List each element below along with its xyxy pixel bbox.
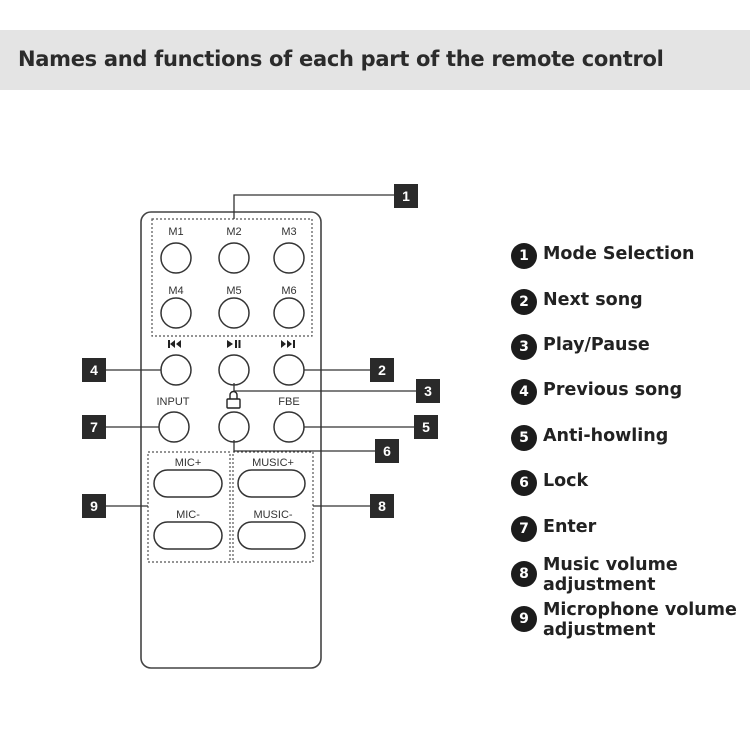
leader-line-1 (233, 194, 394, 219)
mode-label-m4: M4 (168, 285, 183, 297)
legend-label: Mode Selection (543, 244, 695, 264)
leader-line-6 (233, 440, 375, 452)
callout-number-4: 4 (90, 362, 98, 378)
legend-label: Music volume adjustment (543, 555, 678, 595)
callout-box-4 (82, 358, 106, 382)
mode-button-m4[interactable] (160, 297, 192, 329)
callout-box-2 (370, 358, 394, 382)
mic-plus-button[interactable] (153, 469, 223, 498)
legend-label: Play/Pause (543, 335, 650, 355)
callout-number-7: 7 (90, 419, 98, 435)
mode-label-m6: M6 (281, 285, 296, 297)
legend-label: Lock (543, 471, 589, 491)
header-bar (0, 30, 750, 90)
music-plus-label: MUSIC+ (252, 457, 294, 469)
fbe-label: FBE (278, 396, 299, 408)
mic-minus-label: MIC- (176, 509, 200, 521)
mic-plus-label: MIC+ (175, 457, 202, 469)
play-pause-icon (227, 340, 241, 348)
legend-number: 9 (511, 606, 537, 632)
play-pause-button[interactable] (218, 354, 250, 386)
callout-number-5: 5 (422, 419, 430, 435)
remote-body (140, 211, 322, 669)
music-plus-button[interactable] (237, 469, 306, 498)
fbe-button[interactable] (273, 411, 305, 443)
legend-label: Previous song (543, 380, 683, 400)
previous-song-button[interactable] (160, 354, 192, 386)
callout-box-3 (416, 379, 440, 403)
callout-box-9 (82, 494, 106, 518)
legend-label: Anti-howling (543, 426, 669, 446)
callout-number-1: 1 (402, 188, 410, 204)
mode-label-m1: M1 (168, 226, 183, 238)
mode-label-m5: M5 (226, 285, 241, 297)
legend-number: 6 (511, 470, 537, 496)
legend-number: 4 (511, 379, 537, 405)
lock-icon (226, 390, 241, 409)
mode-button-m3[interactable] (273, 242, 305, 274)
mode-button-m2[interactable] (218, 242, 250, 274)
mode-button-m1[interactable] (160, 242, 192, 274)
mode-button-m6[interactable] (273, 297, 305, 329)
callout-number-6: 6 (383, 443, 391, 459)
mode-label-m2: M2 (226, 226, 241, 238)
lock-button[interactable] (218, 411, 250, 443)
callout-number-2: 2 (378, 362, 386, 378)
input-label: INPUT (157, 396, 190, 408)
input-button[interactable] (158, 411, 190, 443)
next-song-button[interactable] (273, 354, 305, 386)
music-group-outline (232, 451, 314, 563)
previous-track-icon (168, 340, 181, 348)
legend-number: 7 (511, 516, 537, 542)
callout-box-5 (414, 415, 438, 439)
mode-button-m5[interactable] (218, 297, 250, 329)
legend-number: 1 (511, 243, 537, 269)
callout-box-6 (375, 439, 399, 463)
mic-group-outline (147, 451, 231, 563)
mode-group-outline (151, 218, 313, 337)
callout-box-7 (82, 415, 106, 439)
page-title: Names and functions of each part of the … (18, 47, 664, 71)
legend-number: 5 (511, 425, 537, 451)
callout-box-1 (394, 184, 418, 208)
callout-box-8 (370, 494, 394, 518)
legend-number: 3 (511, 334, 537, 360)
legend-number: 8 (511, 561, 537, 587)
mode-label-m3: M3 (281, 226, 296, 238)
callout-number-3: 3 (424, 383, 432, 399)
music-minus-button[interactable] (237, 521, 306, 550)
legend-label: Microphone volume adjustment (543, 600, 737, 640)
next-track-icon (281, 340, 295, 348)
legend-label: Next song (543, 290, 643, 310)
legend-number: 2 (511, 289, 537, 315)
callout-number-8: 8 (378, 498, 386, 514)
music-minus-label: MUSIC- (253, 509, 292, 521)
mic-minus-button[interactable] (153, 521, 223, 550)
callout-number-9: 9 (90, 498, 98, 514)
legend-label: Enter (543, 517, 597, 537)
leader-line-3 (233, 383, 416, 392)
